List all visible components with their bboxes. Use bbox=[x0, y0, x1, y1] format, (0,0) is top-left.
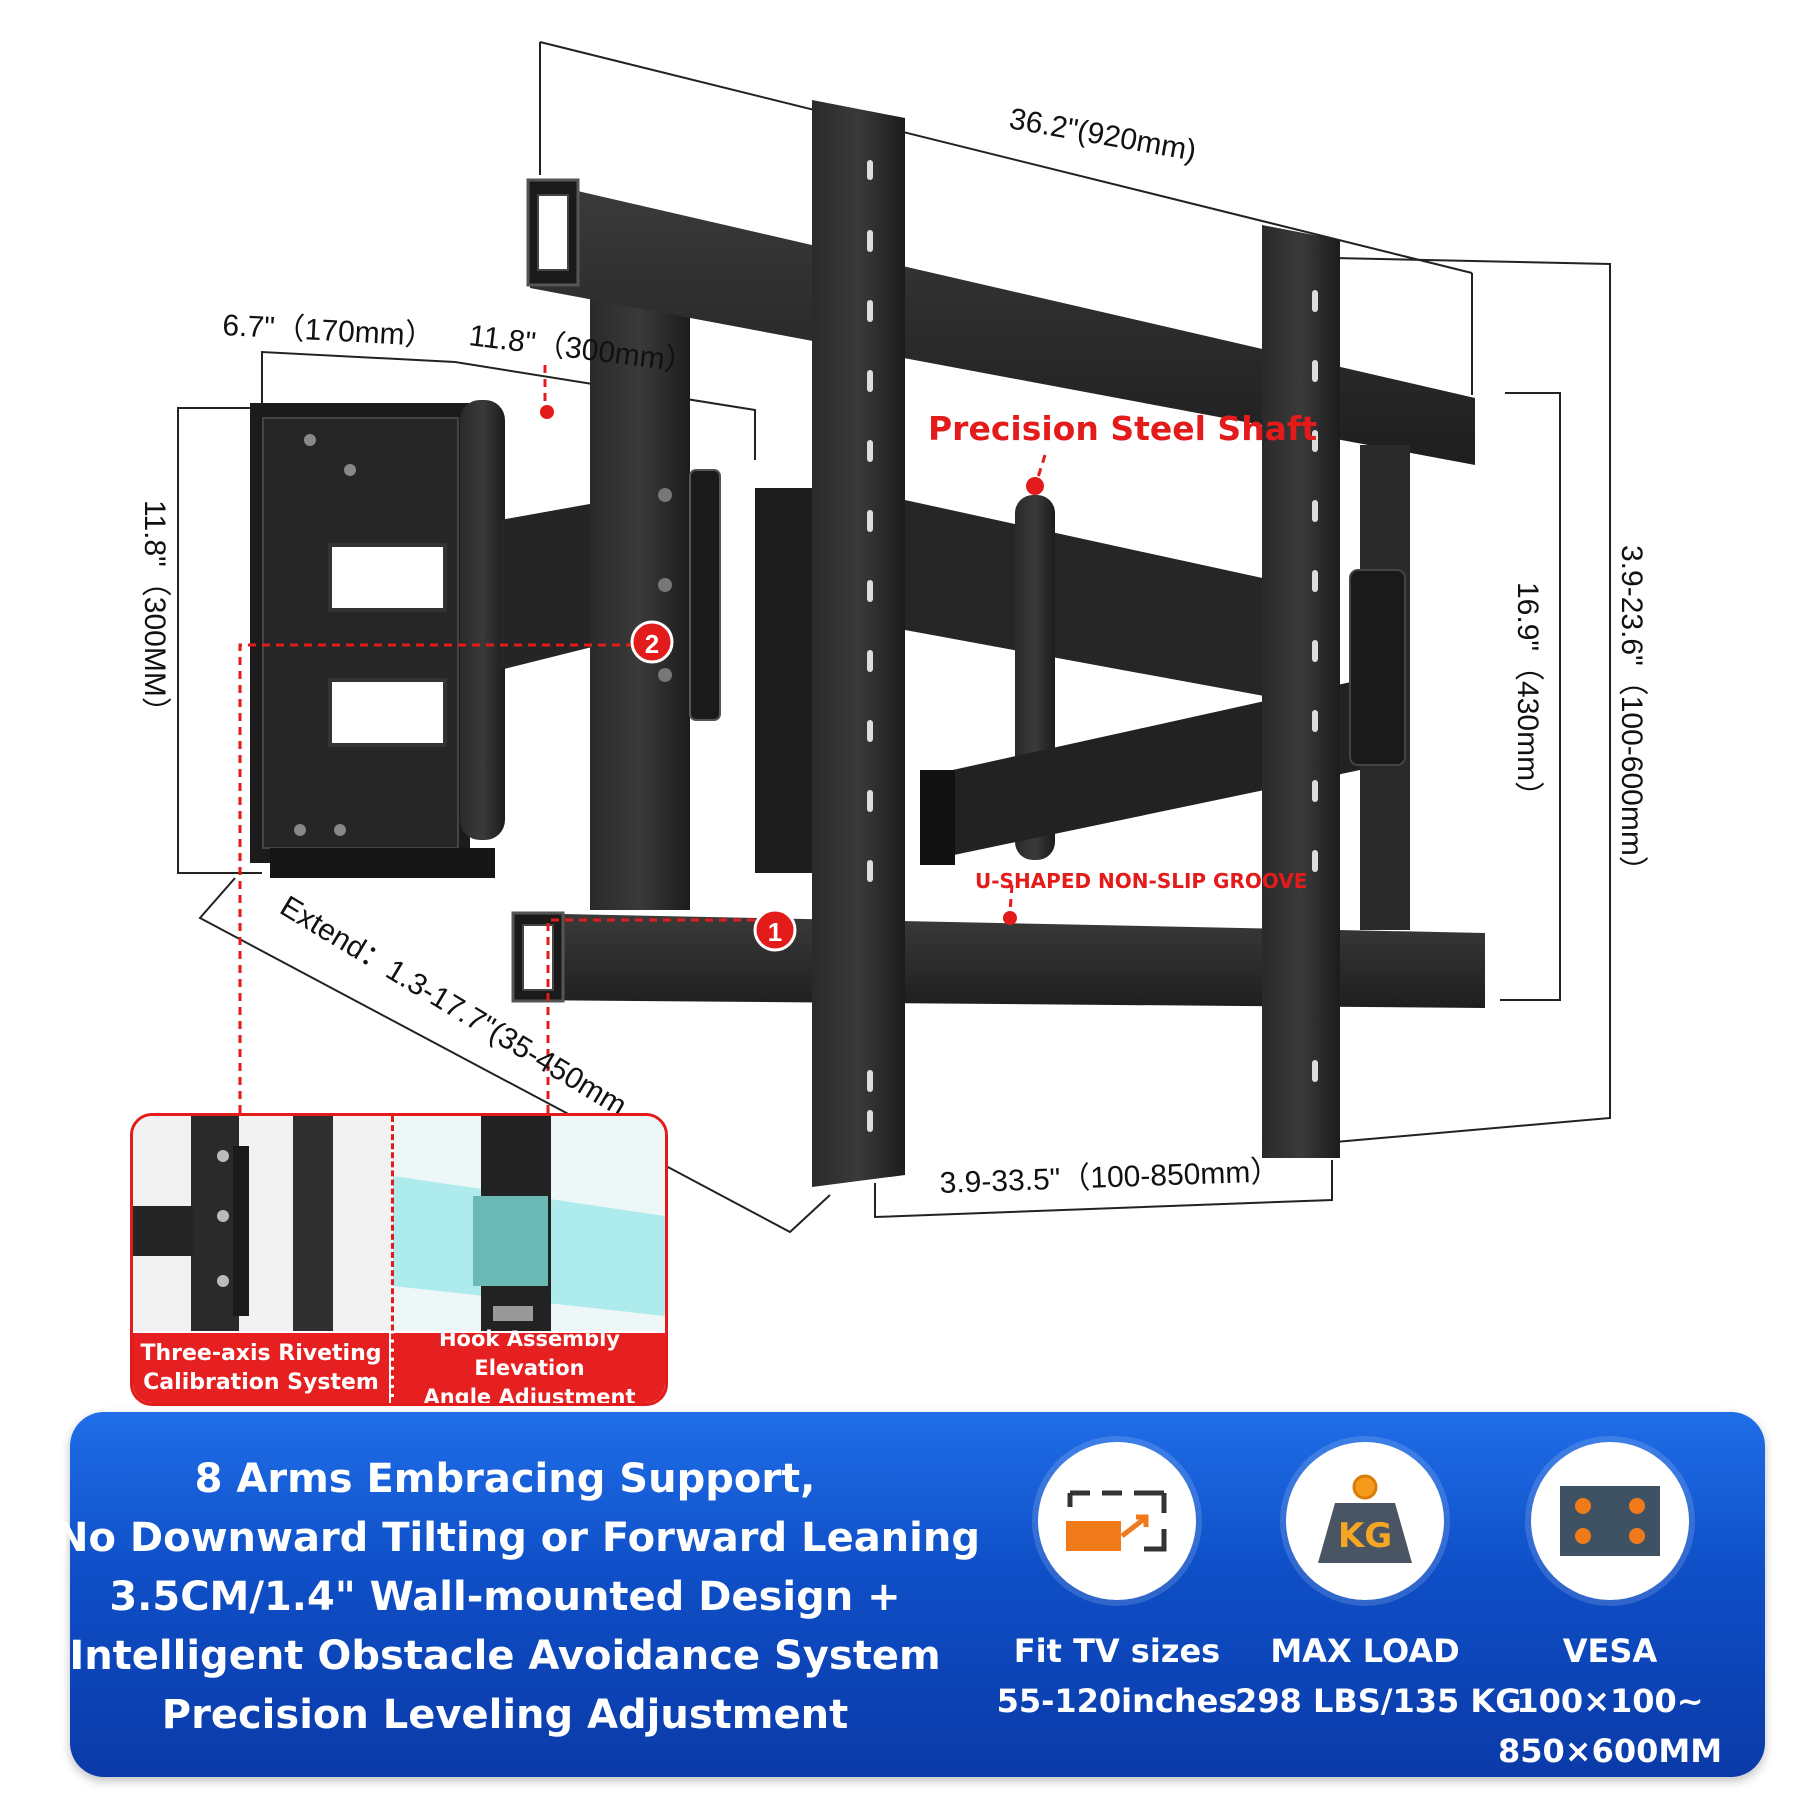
feature-vesa-value-2: 850×600MM bbox=[1497, 1732, 1723, 1770]
caption-hook-line1: Hook Assembly Elevation bbox=[438, 1326, 620, 1380]
riveting-detail-image bbox=[133, 1116, 391, 1331]
red-dot-groove bbox=[1003, 911, 1017, 925]
tv-size-icon bbox=[1038, 1442, 1196, 1600]
feature-tv-size: Fit TV sizes 55-120inches bbox=[987, 1442, 1247, 1726]
feature-vesa-value-1: 100×100~ bbox=[1516, 1682, 1704, 1720]
feature-vesa: VESA 100×100~ 850×600MM bbox=[1480, 1442, 1740, 1776]
callout-groove: U-SHAPED NON-SLIP GROOVE bbox=[975, 869, 1307, 893]
banner-line-3: 3.5CM/1.4" Wall-mounted Design + bbox=[109, 1574, 901, 1620]
weight-kg-icon: KG bbox=[1286, 1442, 1444, 1600]
feature-max-load: KG MAX LOAD 298 LBS/135 KG bbox=[1235, 1442, 1522, 1726]
marker-1-label: 1 bbox=[768, 917, 782, 947]
feature-vesa-label: VESA bbox=[1562, 1632, 1658, 1670]
feature-max-load-label: MAX LOAD bbox=[1270, 1632, 1460, 1670]
marker-1: 1 bbox=[753, 908, 797, 952]
banner-text-block: 8 Arms Embracing Support, No Downward Ti… bbox=[55, 1450, 980, 1745]
vesa-icon bbox=[1531, 1442, 1689, 1600]
wall-plate bbox=[250, 403, 495, 878]
dim-vertical-outer: 3.9-23.6"（100-600mm） bbox=[1615, 545, 1648, 886]
banner-line-4: Intelligent Obstacle Avoidance System bbox=[69, 1633, 941, 1679]
feature-banner: 8 Arms Embracing Support, No Downward Ti… bbox=[55, 1412, 1765, 1777]
dim-plate-width: 6.7"（170mm） bbox=[222, 309, 436, 353]
feature-max-load-value: 298 LBS/135 KG bbox=[1235, 1682, 1522, 1720]
caption-hook-line2: Angle Adjustment bbox=[423, 1384, 636, 1406]
banner-line-2: No Downward Tilting or Forward Leaning bbox=[55, 1515, 980, 1561]
dimension-lines bbox=[177, 41, 1611, 1234]
marker-2: 2 bbox=[630, 620, 674, 664]
caption-riveting-line2: Calibration System bbox=[143, 1370, 379, 1395]
dim-horizontal-range: 3.9-33.5"（100-850mm） bbox=[939, 1155, 1281, 1200]
left-swing-arm bbox=[460, 290, 721, 910]
dim-total-width: 36.2"(920mm) bbox=[1007, 102, 1199, 167]
red-dot-arm bbox=[540, 405, 554, 419]
kg-badge-text: KG bbox=[1338, 1516, 1392, 1556]
inset-divider bbox=[391, 1116, 394, 1403]
banner-line-1: 8 Arms Embracing Support, bbox=[194, 1456, 816, 1502]
hook-assembly-detail-image bbox=[393, 1116, 665, 1331]
callout-steel-shaft: Precision Steel Shaft bbox=[928, 409, 1317, 448]
dim-vertical-inner: 16.9"（430mm） bbox=[1511, 582, 1544, 811]
feature-tv-size-label: Fit TV sizes bbox=[1013, 1632, 1221, 1670]
banner-line-5: Precision Leveling Adjustment bbox=[161, 1692, 849, 1738]
feature-tv-size-value: 55-120inches bbox=[996, 1682, 1238, 1720]
red-dot-shaft bbox=[1026, 477, 1044, 495]
caption-riveting-line1: Three-axis Riveting bbox=[140, 1341, 382, 1366]
dim-plate-height: 11.8"（300MM） bbox=[138, 500, 171, 727]
marker-2-label: 2 bbox=[645, 629, 659, 659]
